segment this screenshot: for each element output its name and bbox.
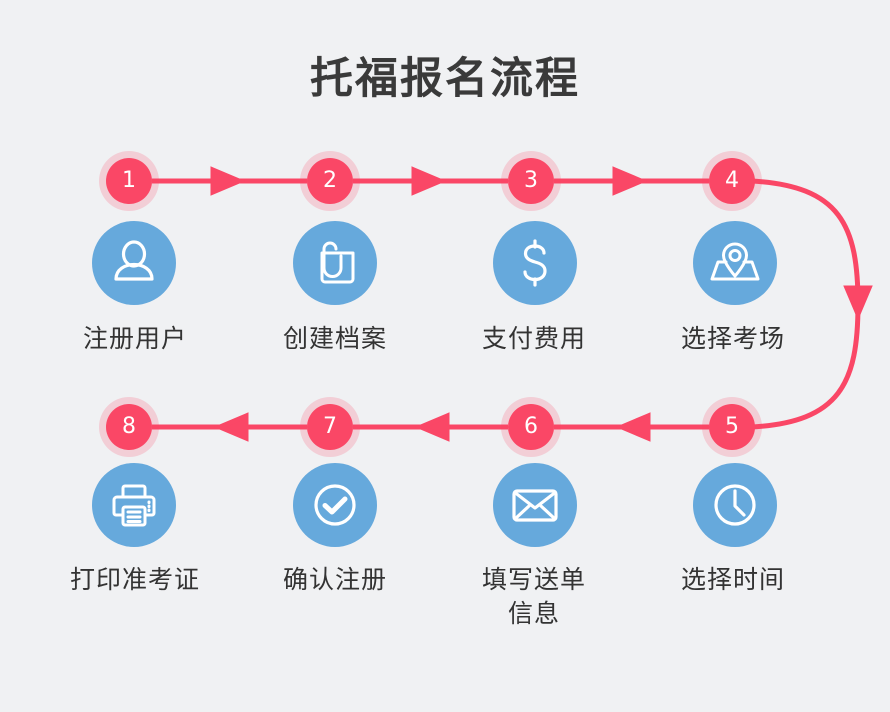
step-label-8: 打印准考证 xyxy=(35,563,235,597)
document-clip-icon xyxy=(309,237,361,289)
map-pin-icon xyxy=(708,236,762,290)
step-label-1: 注册用户 xyxy=(35,322,235,356)
step-label-6-line-2: 信息 xyxy=(507,598,560,628)
step-label-4-line-1: 选择考场 xyxy=(680,324,785,353)
step-icon-circle-4[interactable] xyxy=(693,221,777,305)
step-label-3-line-1: 支付费用 xyxy=(481,324,586,353)
step-badge-8[interactable]: 8 xyxy=(106,404,152,450)
step-badge-7[interactable]: 7 xyxy=(307,404,353,450)
step-label-5-line-1: 选择时间 xyxy=(680,565,785,594)
arrowhead-6-7 xyxy=(414,412,450,442)
step-label-6-line-1: 填写送单 xyxy=(481,565,586,594)
step-label-7-line-1: 确认注册 xyxy=(282,565,387,594)
step-badge-4[interactable]: 4 xyxy=(709,158,755,204)
step-icon-circle-8[interactable] xyxy=(92,463,176,547)
step-icon-circle-5[interactable] xyxy=(693,463,777,547)
dollar-icon xyxy=(509,237,561,289)
check-circle-icon xyxy=(309,479,361,531)
envelope-icon xyxy=(510,480,560,530)
step-label-4: 选择考场 xyxy=(633,322,833,356)
step-icon-circle-3[interactable] xyxy=(493,221,577,305)
connector-4-5-curve xyxy=(751,178,861,430)
arrowhead-3-4 xyxy=(612,166,648,196)
step-label-1-line-1: 注册用户 xyxy=(82,324,187,353)
step-label-2: 创建档案 xyxy=(235,322,435,356)
arrowhead-4-5 xyxy=(843,285,873,321)
clock-icon xyxy=(709,479,761,531)
arrowhead-5-6 xyxy=(615,412,651,442)
step-badge-2[interactable]: 2 xyxy=(307,158,353,204)
step-label-3: 支付费用 xyxy=(434,322,634,356)
page-title: 托福报名流程 xyxy=(310,54,580,104)
step-badge-1[interactable]: 1 xyxy=(106,158,152,204)
arrowhead-7-8 xyxy=(213,412,249,442)
step-badge-5[interactable]: 5 xyxy=(709,404,755,450)
step-label-5: 选择时间 xyxy=(633,563,833,597)
step-icon-circle-1[interactable] xyxy=(92,221,176,305)
printer-icon xyxy=(108,479,160,531)
person-icon xyxy=(108,237,160,289)
step-icon-circle-7[interactable] xyxy=(293,463,377,547)
arrowhead-2-3 xyxy=(411,166,447,196)
step-badge-3[interactable]: 3 xyxy=(508,158,554,204)
step-icon-circle-2[interactable] xyxy=(293,221,377,305)
arrowhead-1-2 xyxy=(210,166,246,196)
step-label-2-line-1: 创建档案 xyxy=(282,324,387,353)
step-icon-circle-6[interactable] xyxy=(493,463,577,547)
step-label-8-line-1: 打印准考证 xyxy=(69,565,200,594)
step-label-7: 确认注册 xyxy=(235,563,435,597)
step-badge-6[interactable]: 6 xyxy=(508,404,554,450)
step-label-6: 填写送单 信息 xyxy=(434,563,634,631)
